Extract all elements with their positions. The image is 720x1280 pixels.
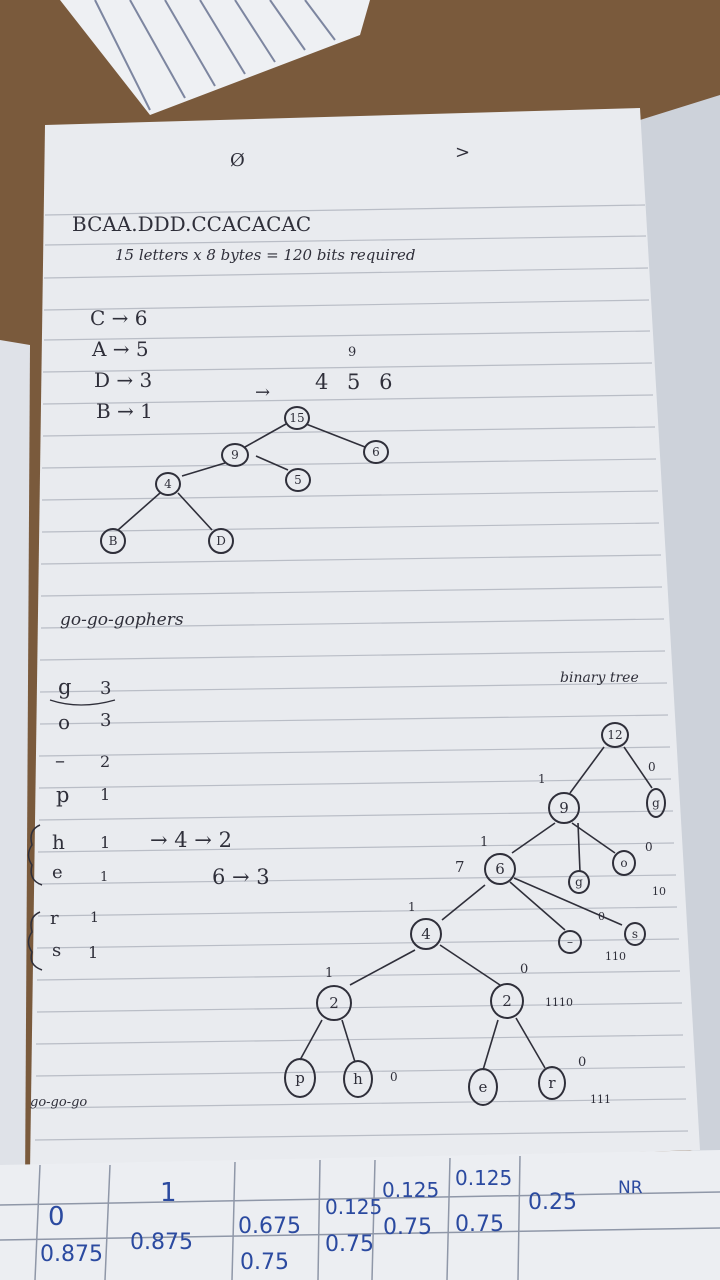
tree2-code: 7 [455, 858, 465, 876]
tree2-node-2a: 2 [316, 985, 352, 1021]
corner-mark-2: > [455, 142, 471, 163]
freq2-count-g: 3 [100, 678, 112, 699]
freq2-sym-h: h [52, 830, 65, 854]
freq2-count-dash: 2 [100, 752, 111, 771]
tree2-node-s: s [624, 922, 646, 946]
tree1-node-b: B [100, 528, 126, 554]
table-cell: 0.125 [325, 1195, 383, 1219]
table-cell: 0.75 [240, 1250, 289, 1275]
tree2-code: 0 [520, 962, 529, 977]
freq2-sym-o: o [58, 710, 71, 734]
tree2-code: 1 [325, 966, 334, 981]
table-cell: NR [618, 1178, 643, 1198]
combine2-row-2: 6 → 3 [212, 865, 270, 889]
freq2-count-h: 1 [100, 833, 111, 852]
tree2-node-6: 6 [484, 853, 516, 885]
encoded-string-1: BCAA.DDD.CCACACAC [72, 212, 312, 236]
tree2-node-2b: 2 [490, 983, 524, 1019]
freq2-sym-g: g [58, 675, 72, 699]
tree2-code: 111 [590, 1093, 611, 1106]
tree1-node-6: 6 [363, 440, 389, 464]
corner-mark: Ø [230, 150, 245, 171]
tree2-label: binary tree [560, 670, 639, 686]
freq2-count-p: 1 [100, 785, 111, 804]
tree2-node-4: 4 [410, 918, 442, 950]
combine1-arrow: → [255, 382, 271, 403]
freq1-row-c: C → 6 [90, 306, 148, 330]
tree2-code: 0 [645, 840, 653, 854]
encoded-string-2: go-go-gophers [60, 610, 184, 630]
combine1-top: 9 [348, 345, 357, 360]
tree1-node-d: D [208, 528, 234, 554]
tree2-node-dash: – [558, 930, 582, 954]
freq2-sym-r: r [50, 908, 59, 929]
freq1-row-d: D → 3 [94, 368, 153, 392]
tree1-node-4: 4 [155, 472, 181, 496]
table-cell: 0 [48, 1202, 65, 1232]
combine2-row-1: → 4 → 2 [150, 828, 232, 852]
tree2-node-o: o [612, 850, 636, 876]
freq2-count-s: 1 [88, 943, 99, 962]
table-cell: 0.75 [325, 1232, 374, 1257]
tree2-code: 0 [390, 1070, 398, 1084]
combine1-row: 4 5 6 [315, 370, 393, 394]
freq2-sym-dash: – [55, 748, 65, 772]
table-cell: 0.125 [455, 1166, 513, 1190]
freq2-count-o: 3 [100, 710, 112, 731]
tree2-code: 0 [578, 1055, 587, 1070]
tree2-node-p: p [284, 1058, 316, 1098]
table-cell: 0.75 [383, 1215, 432, 1240]
tree2-node-e: e [468, 1068, 498, 1106]
tree1-node-15: 15 [284, 406, 310, 430]
table-cell: 0.875 [40, 1242, 103, 1267]
tree2-node-12: 12 [601, 722, 629, 748]
table-cell: 0.875 [130, 1230, 193, 1255]
freq2-sym-e: e [52, 862, 63, 883]
freq2-sym-p: p [56, 783, 70, 807]
table-cell: 1 [160, 1178, 177, 1208]
tree2-code: 1 [480, 835, 489, 850]
freq1-row-b: B → 1 [96, 399, 153, 423]
freq2-count-e: 1 [100, 870, 109, 885]
table-cell: 0.125 [382, 1178, 440, 1202]
tree2-code: 10 [652, 885, 666, 898]
footer-scribble: go-go-go [30, 1095, 88, 1110]
bit-calculation: 15 letters x 8 bytes = 120 bits required [115, 246, 416, 264]
tree2-code: 0 [648, 760, 656, 774]
tree2-node-g2: g [568, 870, 590, 894]
freq2-count-r: 1 [90, 910, 99, 926]
tree2-code: 0 [598, 910, 605, 923]
freq1-row-a: A → 5 [92, 337, 149, 361]
tree2-code: 110 [605, 950, 626, 963]
tree2-code: 1 [538, 772, 546, 786]
tree2-node-g: g [646, 788, 666, 818]
tree2-code: 1110 [545, 996, 573, 1009]
freq2-sym-s: s [52, 940, 62, 961]
tree1-node-5: 5 [285, 468, 311, 492]
table-cell: 0.75 [455, 1212, 504, 1237]
table-cell: 0.675 [238, 1214, 301, 1239]
tree2-node-h: h [343, 1060, 373, 1098]
tree2-code: 1 [408, 900, 416, 914]
table-cell: 0.25 [528, 1190, 577, 1215]
tree2-node-r: r [538, 1066, 566, 1100]
tree2-node-9: 9 [548, 792, 580, 824]
tree1-node-9: 9 [221, 443, 249, 467]
